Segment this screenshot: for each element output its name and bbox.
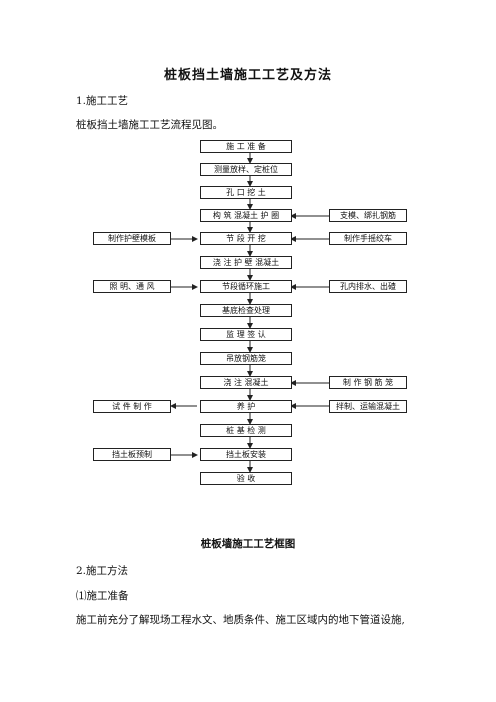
flow-step-install-board: 挡土板安装 <box>200 448 292 461</box>
flow-step-segment-excavate: 节 段 开 挖 <box>200 232 292 245</box>
document-title: 桩板挡土墙施工工艺及方法 <box>163 68 332 83</box>
flow-step-supervision: 监 理 签 认 <box>200 328 292 341</box>
section2-heading: 2.施工方法 <box>76 565 129 577</box>
flow-step-pile-test: 桩 基 检 测 <box>200 424 292 437</box>
flow-step-build-ring: 构 筑 混凝土 护 圈 <box>200 209 292 222</box>
flow-side-specimen: 试 件 制 作 <box>93 400 171 413</box>
flow-step-dig-mouth: 孔 口 挖 土 <box>200 186 292 199</box>
body-paragraph: 施工前充分了解现场工程水文、地质条件、施工区域内的地下管道设施, <box>76 614 405 626</box>
flow-side-mix-concrete: 拌制、运输混凝土 <box>329 400 407 413</box>
figure-caption: 桩板墙施工工艺框图 <box>200 538 296 550</box>
flow-side-lighting: 照 明、通 风 <box>93 280 171 293</box>
section1-text: 桩板挡土墙施工工艺流程见图。 <box>76 119 223 131</box>
flow-step-prepare: 施 工 准 备 <box>200 140 292 153</box>
flow-step-base-check: 基底检查处理 <box>200 304 292 317</box>
flow-step-cycle: 节段循环施工 <box>200 280 292 293</box>
section1-heading: 1.施工工艺 <box>76 95 129 107</box>
flow-step-acceptance: 验 收 <box>200 472 292 485</box>
flow-step-pour-concrete: 浇 注 混凝土 <box>200 376 292 389</box>
flow-step-pour-wall: 浇 注 护 壁 混凝土 <box>200 256 292 269</box>
flow-step-survey: 测量放样、定桩位 <box>200 163 292 176</box>
flow-step-curing: 养 护 <box>200 400 292 413</box>
flow-side-make-cage: 制 作 钢 筋 笼 <box>329 376 407 389</box>
flow-side-winch: 制作手摇绞车 <box>329 232 407 245</box>
flow-step-hang-cage: 吊放钢筋笼 <box>200 352 292 365</box>
flow-side-formwork-rebar: 支模、绑扎钢筋 <box>329 209 407 222</box>
flow-side-board-prefab: 挡土板预制 <box>93 448 171 461</box>
subsection-heading: ⑴施工准备 <box>76 590 129 602</box>
flow-side-wall-formwork: 制作护壁模板 <box>93 232 171 245</box>
flow-side-drain-muck: 孔内排水、出碴 <box>329 280 407 293</box>
